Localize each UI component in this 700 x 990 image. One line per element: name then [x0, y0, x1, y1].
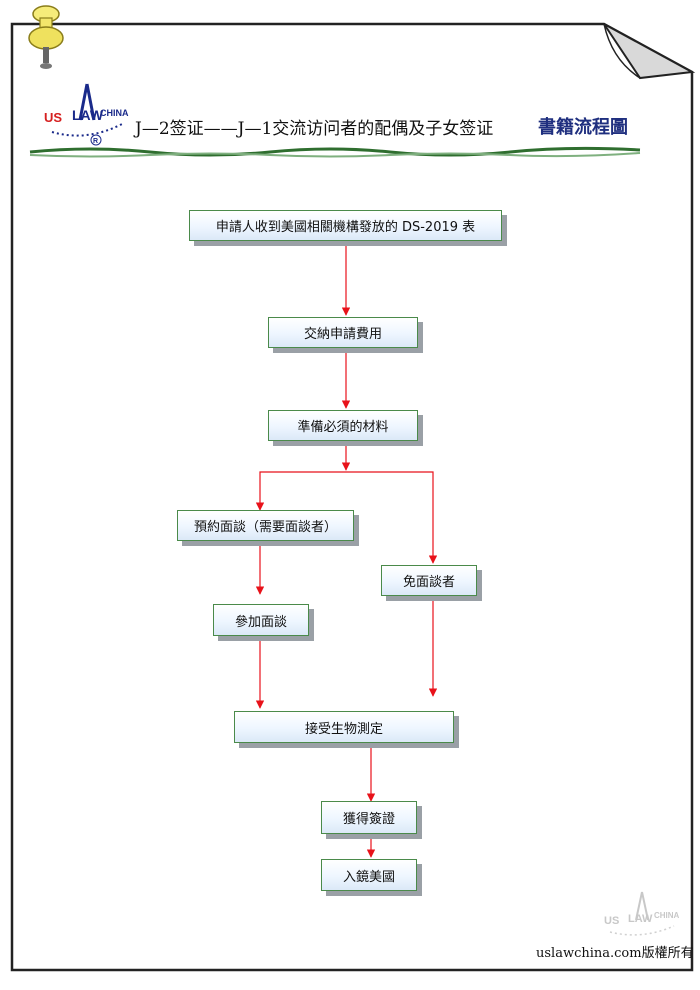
step-enter-us: 入鏡美國: [321, 859, 417, 891]
svg-text:LAW: LAW: [628, 913, 653, 925]
branch-line-right: [346, 471, 438, 564]
svg-text:US: US: [604, 915, 619, 927]
svg-text:R: R: [93, 138, 98, 145]
pushpin-icon: [28, 5, 64, 69]
step-obtain-visa: 獲得簽證: [321, 801, 417, 834]
page-subtitle: 書籍流程圖: [538, 117, 628, 138]
watermark-logo: US LAW CHINA: [604, 891, 680, 936]
svg-text:US: US: [44, 110, 62, 125]
step-biometrics: 接受生物測定: [234, 711, 454, 743]
step-attend-interview: 參加面談: [213, 604, 309, 636]
svg-text:CHINA: CHINA: [100, 108, 129, 118]
step-schedule-interview: 預約面談（需要面談者）: [177, 510, 354, 541]
step-pay-fee: 交納申請費用: [268, 317, 418, 348]
page-title: J—2签证——J—1交流访问者的配偶及子女签证: [135, 119, 494, 139]
step-receive-ds2019: 申請人收到美國相關機構發放的 DS-2019 表: [189, 210, 502, 241]
step-prepare-materials: 準備必須的材料: [268, 410, 418, 441]
svg-text:LAW: LAW: [72, 107, 104, 123]
copyright-notice: uslawchina.com版權所有: [536, 946, 694, 961]
step-interview-waived: 免面談者: [381, 565, 477, 596]
branch-line-left: [255, 471, 346, 511]
uslawchina-logo: US LAW CHINA R: [44, 83, 129, 146]
header-divider: [29, 146, 641, 158]
svg-text:CHINA: CHINA: [654, 911, 680, 920]
